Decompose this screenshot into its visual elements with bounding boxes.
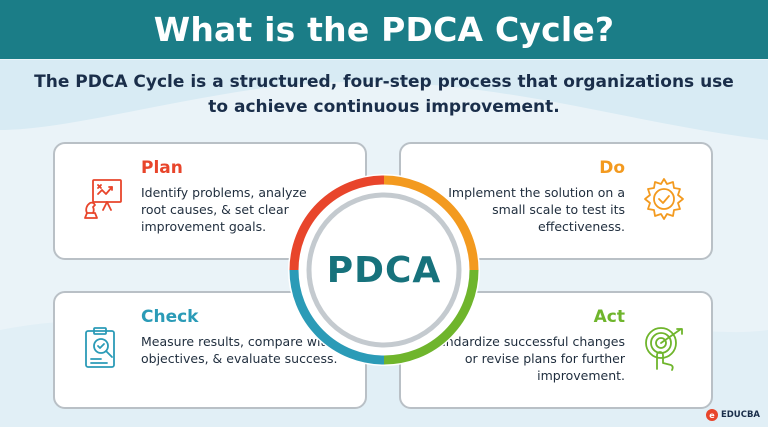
- brand-mark-icon: e: [705, 409, 718, 421]
- check-arc: [289, 269, 385, 365]
- title-banner: What is the PDCA Cycle?: [0, 0, 768, 59]
- plan-arc: [289, 175, 385, 271]
- do-arc: [383, 175, 479, 271]
- gear-check-icon: [644, 178, 684, 220]
- brand-name: EDUCBA: [720, 410, 760, 420]
- check-description: Measure results, compare with objectives…: [141, 334, 338, 366]
- pdca-cycle-ring: [288, 174, 480, 366]
- act-title: Act: [593, 307, 625, 327]
- intro-text: The PDCA Cycle is a structured, four-ste…: [34, 72, 734, 117]
- strategy-board-icon: [84, 179, 122, 219]
- do-title: Do: [599, 158, 625, 178]
- clipboard-magnifier-icon: [85, 327, 115, 368]
- plan-description: Identify problems, analyze root causes, …: [141, 185, 307, 234]
- pdca-center-label: PDCA: [326, 249, 442, 291]
- brand-logo: e EDUCBA: [705, 409, 760, 421]
- act-description: Standardize successful changes or revise…: [425, 334, 625, 383]
- check-title: Check: [141, 307, 199, 327]
- act-arc: [383, 269, 479, 365]
- page-title: What is the PDCA Cycle?: [153, 10, 615, 49]
- target-hand-icon: [645, 327, 683, 371]
- plan-title: Plan: [141, 158, 183, 178]
- do-description: Implement the solution on a small scale …: [448, 185, 625, 234]
